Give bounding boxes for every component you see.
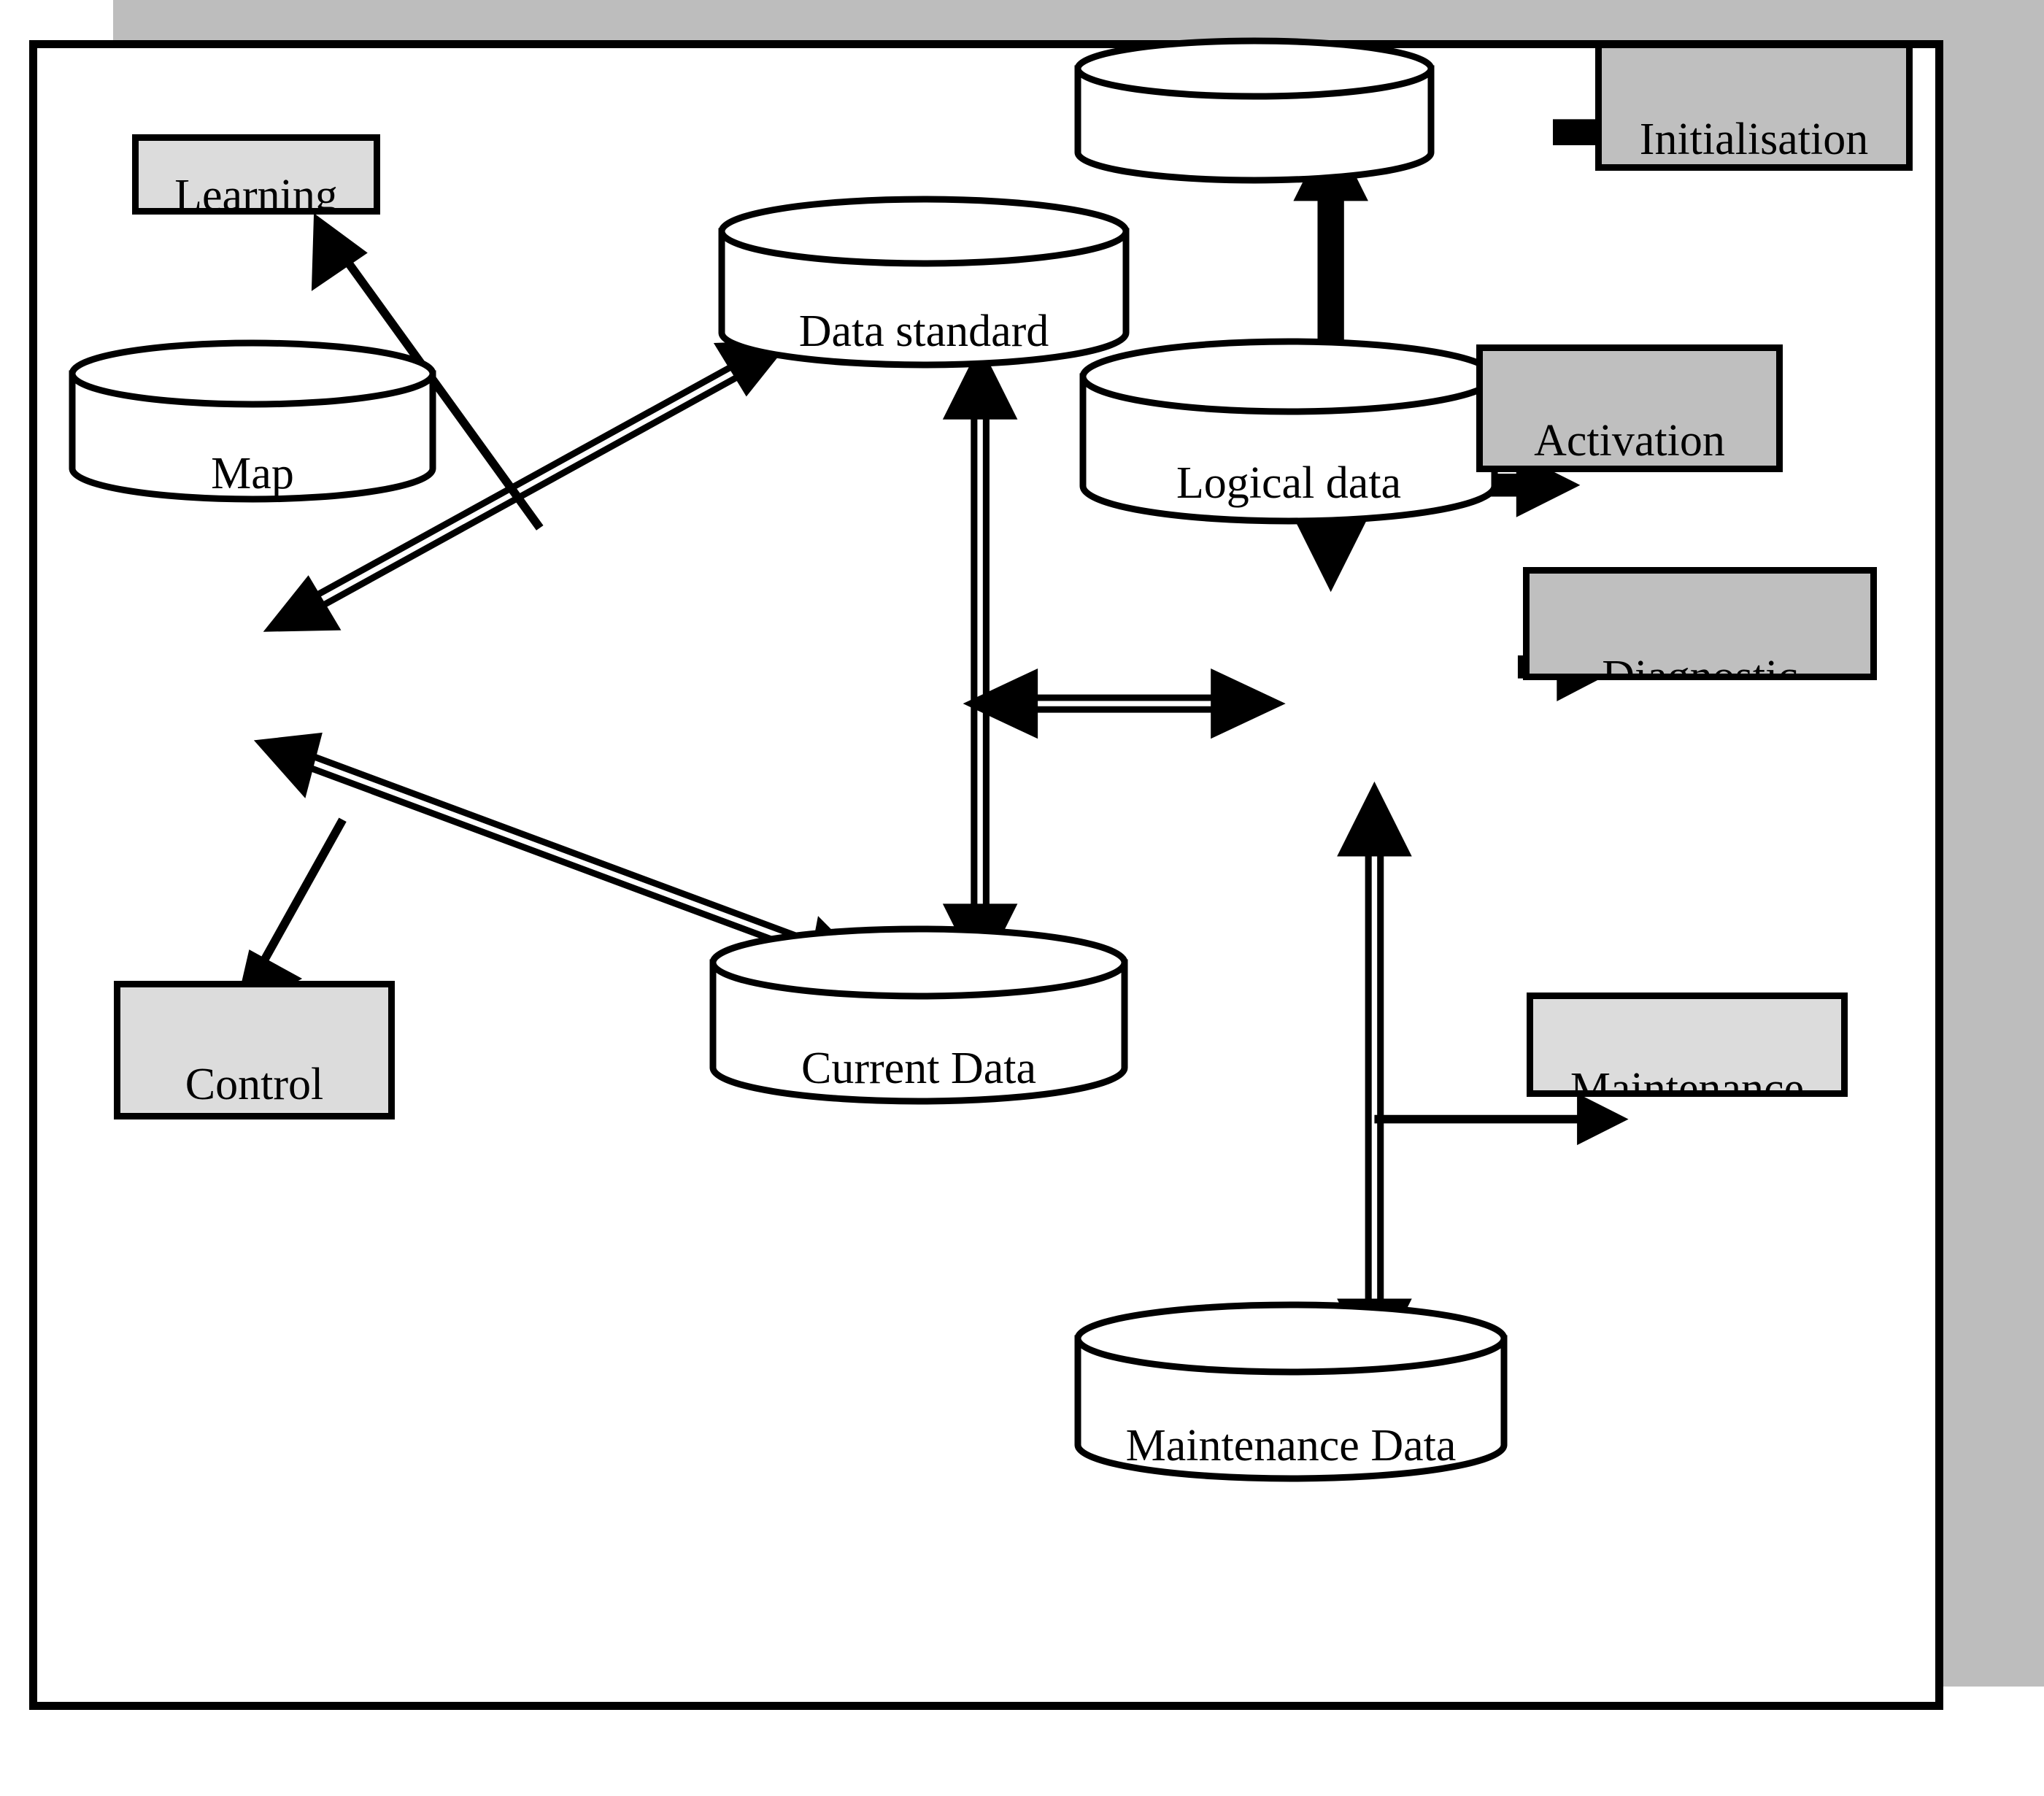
cylinder-top-store[interactable] <box>1072 37 1437 184</box>
cylinder-data-standard[interactable]: Data standard <box>716 196 1132 369</box>
cylinder-map[interactable]: Map <box>66 339 439 504</box>
process-label-activation: Activation <box>1534 416 1725 466</box>
edge-datastandard-currentdata <box>942 344 1018 979</box>
process-label-maintenance: Maintenance <box>1570 1064 1805 1097</box>
cylinder-maintenance-data[interactable]: Maintenance Data <box>1072 1301 1510 1484</box>
process-box-activation[interactable]: Activation <box>1476 344 1783 472</box>
process-label-initialisation: Initialisation <box>1639 115 1869 164</box>
edge-logicaldata-maintenancedata <box>1337 781 1412 1374</box>
diagram-canvas: Data standard Map Logical data Current <box>29 0 2044 1710</box>
diagram-frame: Data standard Map Logical data Current <box>29 37 1943 1710</box>
process-label-diagnostic: Diagnostic <box>1602 652 1798 680</box>
process-box-maintenance[interactable]: Maintenance <box>1527 993 1848 1097</box>
process-label-control: Control <box>185 1060 324 1109</box>
edge-map-learning <box>311 213 544 531</box>
process-box-initialisation[interactable]: Initialisation <box>1595 42 1913 171</box>
cylinder-logical-data[interactable]: Logical data <box>1077 338 1500 526</box>
edge-logicaldata-maintenance <box>1374 1092 1629 1146</box>
process-box-control[interactable]: Control <box>114 981 395 1119</box>
cylinder-current-data[interactable]: Current Data <box>707 925 1130 1106</box>
process-box-diagnostic[interactable]: Diagnostic <box>1523 567 1877 680</box>
process-box-learning[interactable]: Learning <box>132 134 380 215</box>
process-label-learning: Learning <box>174 171 338 215</box>
edge-map-datastandard <box>263 339 792 632</box>
edge-datastandard-logicaldata <box>963 668 1286 739</box>
